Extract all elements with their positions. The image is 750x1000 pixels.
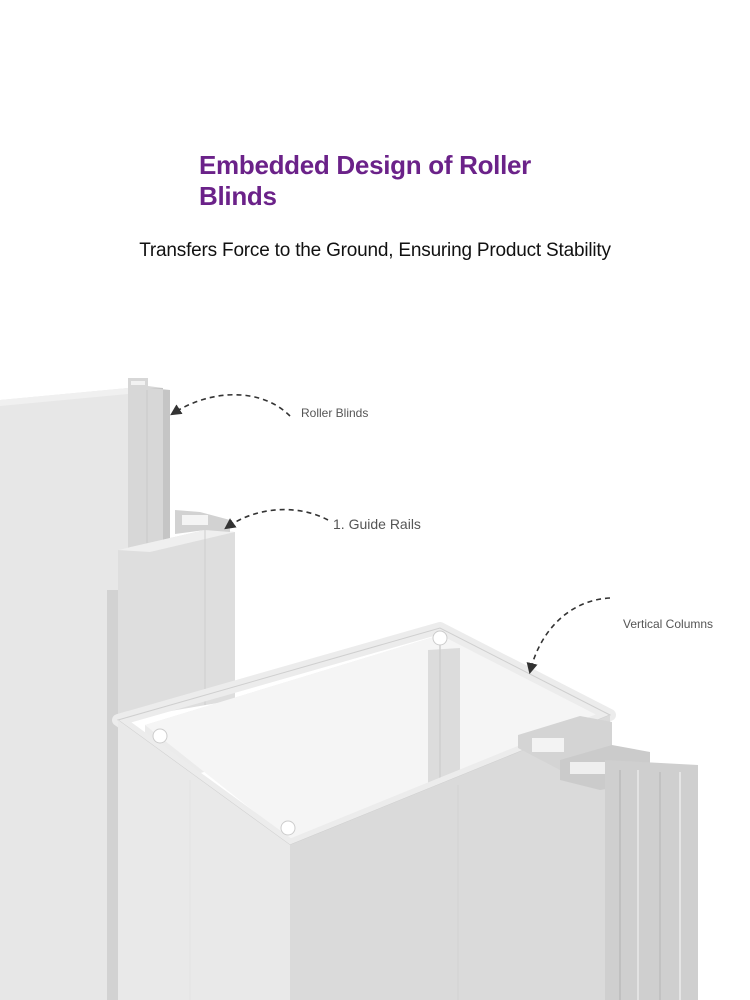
- guide-rails-arrow: [224, 508, 329, 530]
- guide-rails-label: 1. Guide Rails: [333, 516, 421, 532]
- page-subtitle: Transfers Force to the Ground, Ensuring …: [139, 240, 611, 261]
- page-title: Embedded Design of Roller Blinds: [199, 150, 531, 211]
- roller-blinds-arrow: [170, 393, 291, 417]
- vertical-columns-arrow: [526, 597, 611, 675]
- vertical-columns-label: Vertical Columns: [623, 617, 714, 631]
- column-side-profile: [518, 716, 698, 1000]
- guide-rail-profile: [107, 510, 235, 1000]
- roller-blinds-label: Roller Blinds: [301, 406, 369, 420]
- vertical-column: [112, 622, 616, 1000]
- roller-blind-panel: [0, 388, 128, 1000]
- roller-blind-profile: [128, 378, 170, 550]
